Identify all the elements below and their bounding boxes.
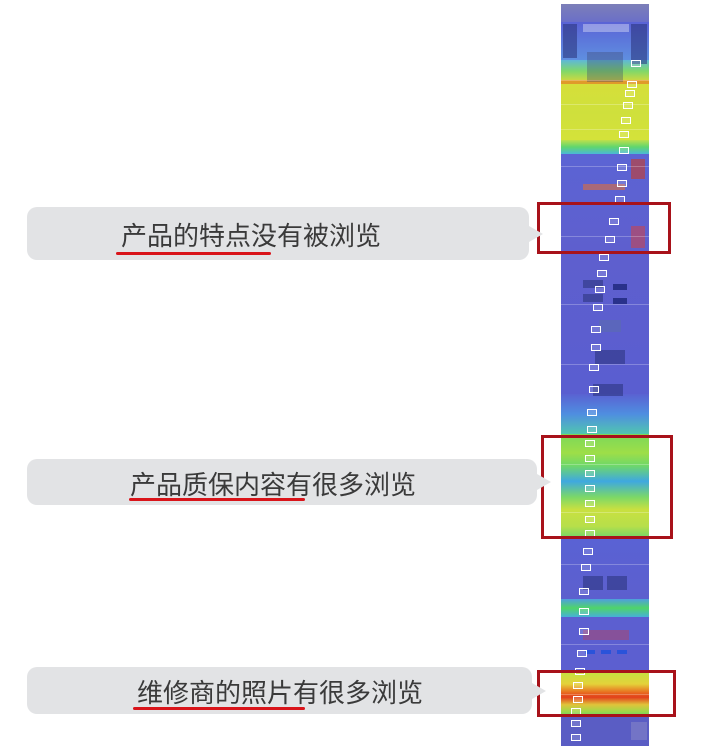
- scroll-marker: [579, 588, 589, 595]
- fold-line: [561, 364, 649, 365]
- page-thumb: [601, 650, 611, 654]
- page-thumb: [599, 320, 621, 332]
- callout-dealer-photos-viewed: 维修商的照片有很多浏览: [27, 667, 546, 714]
- page-thumb: [595, 350, 625, 364]
- scroll-marker: [571, 734, 581, 741]
- page-thumb: [587, 52, 623, 82]
- page-thumb: [613, 298, 627, 304]
- page-thumb: [583, 294, 603, 302]
- scroll-marker: [587, 409, 597, 416]
- heat-band-orange-line: [561, 80, 649, 84]
- scroll-marker: [597, 270, 607, 277]
- fold-line: [561, 564, 649, 565]
- heat-band-green: [561, 140, 649, 154]
- fold-line: [561, 166, 649, 167]
- scroll-marker: [631, 60, 641, 67]
- scroll-heatmap: [561, 4, 649, 746]
- callout-text: 产品的特点没有被浏览: [121, 222, 382, 252]
- scroll-marker: [599, 254, 609, 261]
- highlight-underline: [116, 252, 271, 255]
- page-thumb: [585, 650, 595, 654]
- highlight-underline: [129, 498, 305, 501]
- scroll-marker: [579, 628, 589, 635]
- page-thumb: [583, 24, 629, 32]
- page-thumb: [631, 722, 647, 740]
- heat-band-header: [561, 4, 649, 22]
- scroll-marker: [577, 650, 587, 657]
- fold-line: [561, 694, 649, 695]
- page-thumb: [631, 159, 645, 179]
- scroll-marker: [593, 304, 603, 311]
- page-thumb: [617, 650, 627, 654]
- scroll-marker: [619, 147, 629, 154]
- scroll-marker: [595, 286, 605, 293]
- scroll-marker: [605, 236, 615, 243]
- scroll-marker: [585, 455, 595, 462]
- scroll-marker: [579, 608, 589, 615]
- callout-arrow: [529, 225, 543, 242]
- page-thumb: [607, 576, 627, 590]
- callout-text: 产品质保内容有很多浏览: [130, 471, 417, 501]
- page-thumb: [583, 576, 603, 590]
- heat-band-dealer: [561, 673, 649, 717]
- scroll-marker: [625, 90, 635, 97]
- scroll-marker: [609, 218, 619, 225]
- highlight-box-warranty: [541, 435, 673, 539]
- scroll-marker: [591, 326, 601, 333]
- highlight-box-features: [537, 202, 671, 254]
- callout-arrow: [537, 474, 551, 490]
- page-thumb: [563, 24, 577, 58]
- scroll-marker: [587, 426, 597, 433]
- page-thumb: [631, 226, 645, 248]
- page-thumb: [583, 280, 603, 288]
- callout-warranty-viewed: 产品质保内容有很多浏览: [27, 459, 551, 505]
- callout-features-not-viewed: 产品的特点没有被浏览: [27, 207, 543, 260]
- heat-band-fade-1: [561, 394, 649, 434]
- scroll-marker: [581, 564, 591, 571]
- callout-arrow: [532, 682, 546, 699]
- scroll-marker: [621, 117, 631, 124]
- page-thumb: [583, 630, 629, 640]
- fold-line: [561, 512, 649, 513]
- heat-band-warranty: [561, 434, 649, 539]
- page-thumb: [583, 184, 625, 190]
- scroll-marker: [585, 516, 595, 523]
- fold-line: [561, 464, 649, 465]
- scroll-marker: [589, 386, 599, 393]
- scroll-marker: [571, 720, 581, 727]
- page-thumb: [613, 284, 627, 290]
- highlight-underline: [133, 707, 305, 710]
- scroll-marker: [591, 344, 601, 351]
- heat-band-yellow: [561, 84, 649, 140]
- scroll-marker: [585, 485, 595, 492]
- heat-band-top-warm: [561, 60, 649, 82]
- scroll-marker: [623, 102, 633, 109]
- scroll-marker: [585, 440, 595, 447]
- scroll-marker: [583, 548, 593, 555]
- callout-text: 维修商的照片有很多浏览: [137, 679, 424, 709]
- fold-line: [561, 304, 649, 305]
- heat-band-blue-2: [561, 539, 649, 599]
- heat-band-blue-3: [561, 617, 649, 673]
- scroll-marker: [617, 164, 627, 171]
- scroll-marker: [585, 500, 595, 507]
- heat-band-green-2: [561, 599, 649, 617]
- scroll-marker: [573, 682, 583, 689]
- highlight-box-dealer-photos: [537, 670, 676, 717]
- scroll-marker: [619, 131, 629, 138]
- scroll-marker: [585, 470, 595, 477]
- scroll-marker: [627, 81, 637, 88]
- fold-line: [561, 80, 649, 81]
- fold-line: [561, 104, 649, 105]
- scroll-marker: [617, 180, 627, 187]
- page-thumb: [593, 384, 623, 396]
- fold-line: [561, 644, 649, 645]
- page-thumb: [631, 24, 647, 64]
- fold-line: [561, 129, 649, 130]
- scroll-marker: [589, 364, 599, 371]
- scroll-marker: [573, 696, 583, 703]
